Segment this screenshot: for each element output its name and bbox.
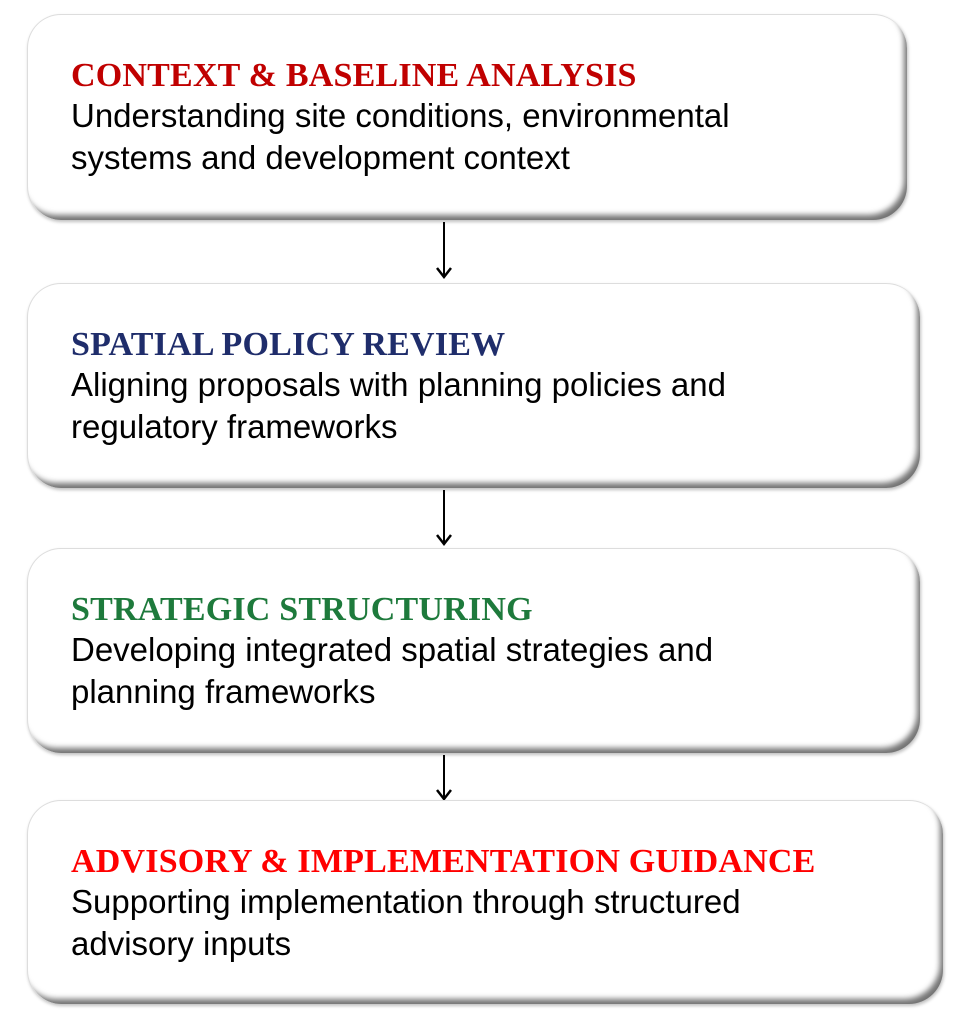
step-description-line: advisory inputs: [71, 925, 292, 962]
step-description-line: Understanding site conditions, environme…: [71, 97, 730, 134]
arrow-down-icon: [436, 490, 452, 547]
step-description-line: Supporting implementation through struct…: [71, 883, 741, 920]
step-description-line: Developing integrated spatial strategies…: [71, 631, 714, 668]
step-box-advisory-implementation: ADVISORY & IMPLEMENTATION GUIDANCE Suppo…: [27, 800, 943, 1004]
arrow-down-icon: [436, 755, 452, 802]
step-description-line: systems and development context: [71, 139, 570, 176]
step-description-line: Aligning proposals with planning policie…: [71, 366, 726, 403]
arrow-down-icon: [436, 222, 452, 280]
step-description-line: planning frameworks: [71, 673, 376, 710]
step-description-line: regulatory frameworks: [71, 408, 398, 445]
step-box-strategic-structuring: STRATEGIC STRUCTURING Developing integra…: [27, 548, 920, 753]
step-box-context-baseline: CONTEXT & BASELINE ANALYSIS Understandin…: [27, 14, 907, 220]
step-title: SPATIAL POLICY REVIEW: [71, 326, 506, 363]
step-title: CONTEXT & BASELINE ANALYSIS: [71, 57, 637, 94]
step-box-spatial-policy: SPATIAL POLICY REVIEW Aligning proposals…: [27, 283, 920, 488]
step-title: ADVISORY & IMPLEMENTATION GUIDANCE: [71, 843, 816, 880]
step-title: STRATEGIC STRUCTURING: [71, 591, 533, 628]
